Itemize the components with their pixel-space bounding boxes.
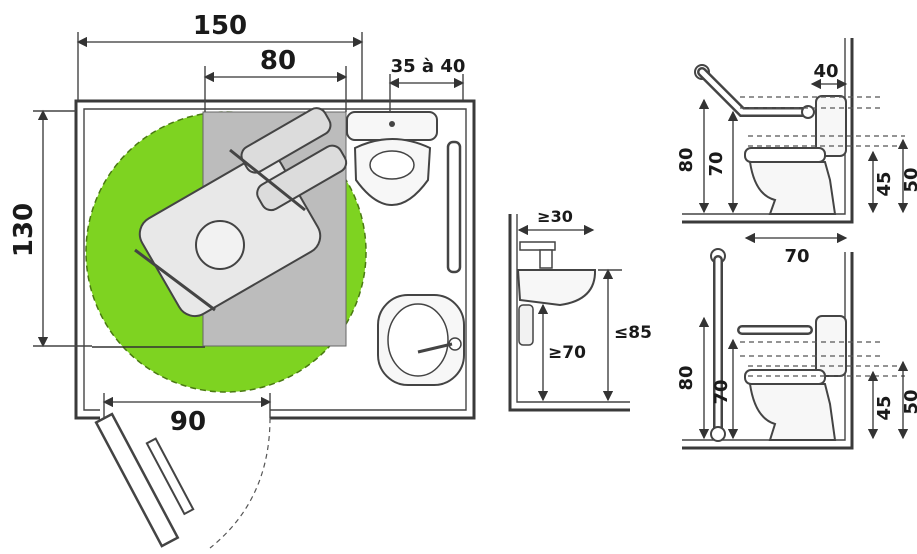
wc-bottom-bar-height-label: 80 bbox=[676, 365, 697, 390]
wc-top-offset-label: 40 bbox=[813, 61, 838, 82]
room-inner-wall bbox=[83, 108, 467, 411]
plan-inner-width-label: 80 bbox=[260, 46, 296, 76]
wc-bottom-max-label: 50 bbox=[901, 389, 917, 414]
wc-elevation-bottom: 70 80 70 45 50 bbox=[676, 232, 917, 450]
wc-bottom-width-label: 70 bbox=[784, 246, 809, 267]
wc-top-bar-height-label: 80 bbox=[676, 147, 697, 172]
sink-elevation: ≥30 ≥70 ≤85 bbox=[508, 207, 652, 412]
washbasin-plan bbox=[377, 294, 465, 386]
door bbox=[94, 412, 271, 549]
wc-top-grab-bar bbox=[694, 64, 815, 119]
sink-depth-label: ≥30 bbox=[537, 207, 573, 226]
wc-elevation-top: 40 80 70 45 50 bbox=[676, 38, 917, 224]
wc-top-bar2-height-label: 70 bbox=[706, 151, 727, 176]
sink-clearance-label: ≥70 bbox=[548, 343, 586, 363]
wc-bottom-seat-label: 45 bbox=[874, 395, 895, 420]
toilet-plan bbox=[346, 111, 438, 206]
plan-depth-label: 130 bbox=[9, 203, 39, 257]
floor-plan: 150 80 35 à 40 130 90 bbox=[9, 11, 476, 549]
wheelchair-user-figure bbox=[134, 107, 348, 318]
plan-grab-bar bbox=[446, 140, 462, 274]
wc-bottom-toilet bbox=[744, 315, 847, 441]
wc-bottom-vertical-grab-bar bbox=[710, 248, 726, 442]
toilet-clearance-label: 35 à 40 bbox=[391, 56, 466, 77]
wc-top-toilet bbox=[744, 95, 847, 215]
door-width-label: 90 bbox=[170, 407, 206, 437]
sink-max-height-label: ≤85 bbox=[614, 323, 652, 343]
wc-bottom-bar2-height-label: 70 bbox=[711, 379, 732, 404]
plan-width-label: 150 bbox=[193, 11, 247, 41]
wc-top-seat-label: 45 bbox=[874, 171, 895, 196]
wc-top-max-label: 50 bbox=[901, 167, 917, 192]
room-wall bbox=[74, 99, 476, 420]
